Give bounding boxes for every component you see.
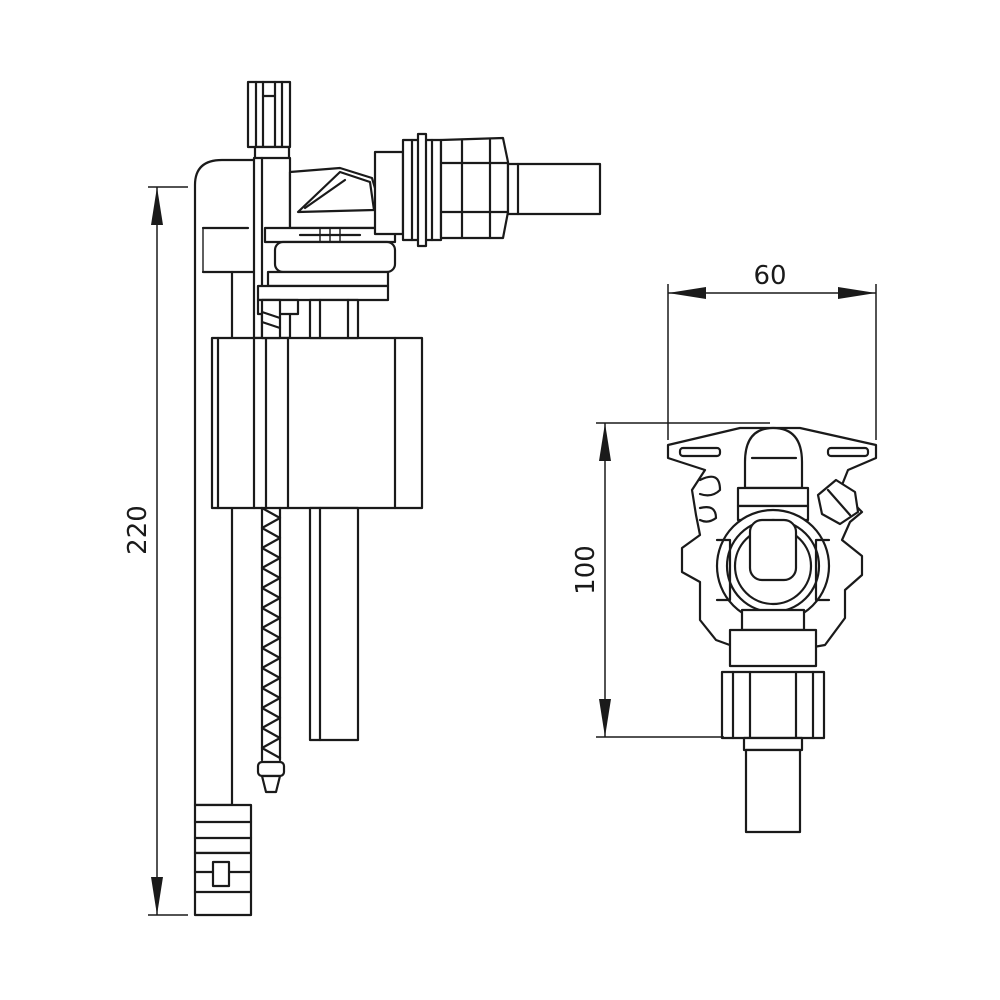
bottom-inlet-fitting xyxy=(193,803,253,917)
dimension-width-front: 60 xyxy=(667,261,877,440)
threaded-rod xyxy=(256,298,286,794)
front-view xyxy=(666,426,878,834)
front-adjuster-knob xyxy=(736,426,810,522)
dimension-height-side: 220 xyxy=(123,186,188,916)
dimension-label-220: 220 xyxy=(123,505,153,555)
arrow-head xyxy=(668,287,706,299)
side-view xyxy=(193,80,602,917)
side-inlet-connector xyxy=(373,132,602,248)
arrow-head xyxy=(838,287,876,299)
bracket-side-nut xyxy=(816,478,860,526)
arrow-head xyxy=(151,877,163,915)
arrow-head xyxy=(151,187,163,225)
adjuster-knob xyxy=(246,80,292,161)
front-outlet xyxy=(720,608,826,834)
arrow-head xyxy=(599,423,611,461)
dimension-height-front: 100 xyxy=(571,422,770,738)
guide-rod xyxy=(308,298,360,742)
dimension-label-100: 100 xyxy=(571,545,601,595)
arrow-head xyxy=(599,699,611,737)
front-ring xyxy=(715,508,831,624)
dimension-label-60: 60 xyxy=(753,261,786,291)
float-cup xyxy=(210,336,424,510)
